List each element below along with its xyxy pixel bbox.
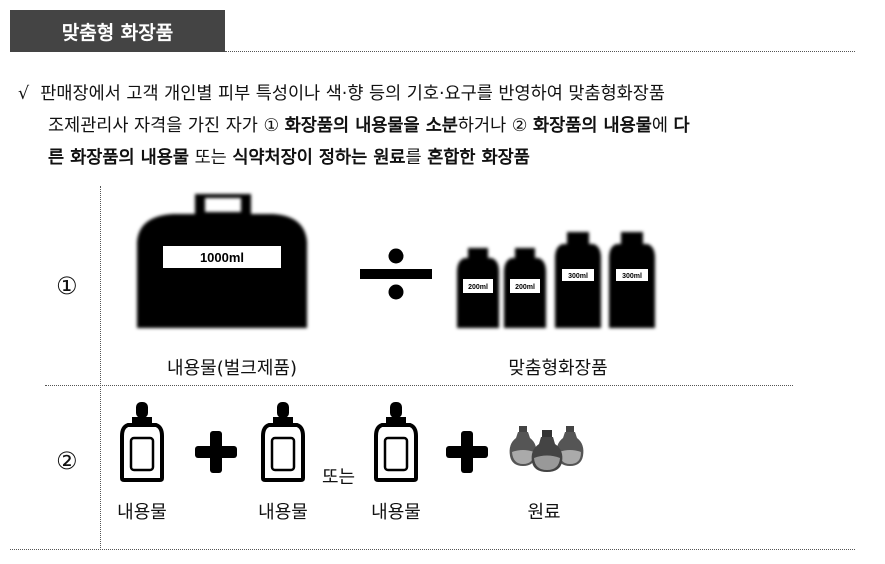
divide-icon: [360, 248, 432, 300]
definition-line-3: 른 화장품의 내용물 또는 식약처장이 정하는 원료를 혼합한 화장품: [18, 142, 858, 174]
definition-line-2: 조제관리사 자격을 가진 자가 ① 화장품의 내용물을 소분하거나 ② 화장품의…: [18, 110, 858, 142]
content-label-1: 내용물: [117, 502, 167, 523]
raw-material-flasks-icon: [509, 426, 584, 472]
bold-segment: 른 화장품의 내용물: [48, 148, 189, 168]
bulk-bottle-icon: 1000ml: [137, 194, 307, 328]
text-segment: 에: [651, 116, 674, 136]
dropper-bottle-icon: [261, 402, 305, 482]
bulk-caption: 내용물(벌크제품): [167, 358, 297, 379]
definition-text: √ 판매장에서 고객 개인별 피부 특성이나 색·향 등의 기호·요구를 반영하…: [18, 78, 858, 174]
vertical-divider: [100, 186, 101, 548]
text-segment: 조제관리사 자격을 가진 자가 ①: [48, 116, 285, 136]
bold-segment: 혼합한 화장품: [427, 148, 530, 168]
row-divider: [45, 385, 793, 386]
text-segment: 하거나 ②: [457, 116, 534, 136]
bold-segment: 다: [673, 116, 690, 136]
check-mark: √: [18, 84, 30, 104]
title-divider: [225, 51, 855, 52]
small-bottles-icon: 200ml 200ml 300ml 300ml: [457, 232, 655, 328]
custom-caption: 맞춤형화장품: [508, 358, 608, 379]
plus-icon: [446, 431, 488, 473]
section-title: 맞춤형 화장품: [10, 10, 225, 52]
bold-segment: 화장품의 내용물: [533, 116, 652, 136]
small-bottle-label-1: 200ml: [468, 284, 488, 291]
small-bottle-label-2: 200ml: [515, 284, 535, 291]
bold-segment: 화장품의 내용물을 소분: [284, 116, 458, 136]
dropper-bottle-icon: [374, 402, 418, 482]
text-segment: 또는: [189, 148, 233, 168]
case1-number: ①: [56, 272, 78, 300]
case2-number: ②: [56, 447, 78, 475]
content-label-3: 내용물: [371, 502, 421, 523]
content-label-2: 내용물: [258, 502, 308, 523]
plus-icon: [195, 431, 237, 473]
raw-material-label: 원료: [527, 502, 561, 523]
bulk-bottle-label: 1000ml: [200, 250, 244, 265]
bold-segment: 식약처장이 정하는 원료: [232, 148, 406, 168]
bottom-divider: [10, 549, 855, 550]
definition-line-1: √ 판매장에서 고객 개인별 피부 특성이나 색·향 등의 기호·요구를 반영하…: [18, 78, 858, 110]
or-text: 또는: [322, 467, 356, 488]
small-bottle-label-4: 300ml: [622, 273, 642, 280]
text-segment: 를: [405, 148, 428, 168]
dropper-bottle-icon: [120, 402, 164, 482]
definition-line1-text: 판매장에서 고객 개인별 피부 특성이나 색·향 등의 기호·요구를 반영하여 …: [40, 84, 665, 104]
small-bottle-label-3: 300ml: [568, 273, 588, 280]
